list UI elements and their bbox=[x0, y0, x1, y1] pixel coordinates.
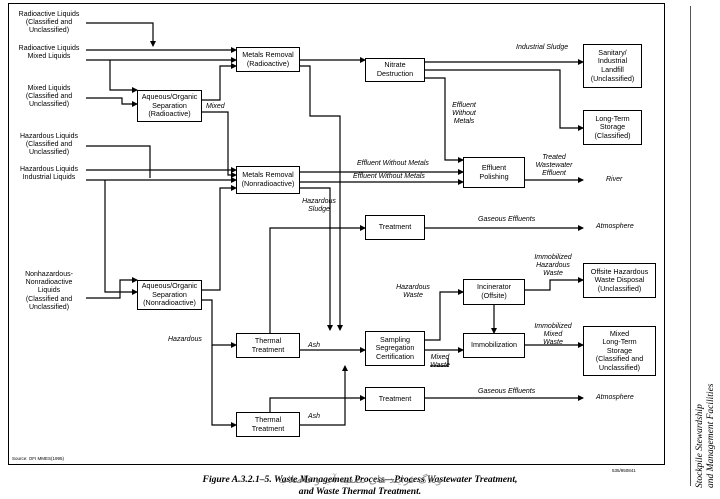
flow-ash-top: Ash bbox=[308, 342, 321, 349]
input-rad-mixed: Radioactive Liquids Mixed Liquids bbox=[18, 45, 80, 61]
flow-effluent-without-metals-2: Effluent Without Metals bbox=[353, 173, 425, 180]
box-thermal-treatment-top: Thermal Treatment bbox=[236, 333, 300, 358]
side-rule bbox=[690, 6, 691, 486]
input-haz-classified: Hazardous Liquids (Classified and Unclas… bbox=[20, 133, 78, 157]
flow-hazardous: Hazardous bbox=[168, 336, 202, 343]
input-rad-classified: Radioactive Liquids (Classified and Uncl… bbox=[18, 11, 80, 35]
flow-hazardous-sludge: Hazardous Sludge bbox=[302, 198, 336, 214]
flow-treated-effluent: Treated Wastewater Effluent bbox=[535, 154, 573, 178]
box-sampling-segregation: Sampling Segregation Certification bbox=[365, 331, 425, 366]
box-treatment-top: Treatment bbox=[365, 215, 425, 240]
flow-effluent-without-metals-vertical: Effluent Without Metals bbox=[452, 102, 476, 126]
flow-gaseous-effluents-bottom: Gaseous Effluents bbox=[478, 388, 536, 395]
input-nonhaz: Nonhazardous- Nonradioactive Liquids (Cl… bbox=[25, 271, 73, 311]
flow-mixed: Mixed bbox=[206, 103, 225, 110]
box-metals-removal-nonradioactive: Metals Removal (Nonradioactive) bbox=[236, 166, 300, 194]
flow-immobilized-mixed: Immobilized Mixed Waste bbox=[534, 323, 572, 347]
source-note: Source: OFI MMES(1995) bbox=[12, 456, 65, 461]
flow-ash-bottom: Ash bbox=[308, 413, 321, 420]
box-long-term-storage: Long-Term Storage (Classified) bbox=[583, 110, 642, 145]
flow-effluent-without-metals-1: Effluent Without Metals bbox=[357, 160, 429, 167]
figure-id: 535/950841 bbox=[612, 468, 636, 473]
box-offsite-disposal: Offsite Hazardous Waste Disposal (Unclas… bbox=[583, 263, 656, 298]
box-effluent-polishing: Effluent Polishing bbox=[463, 157, 525, 188]
flow-industrial-sludge: Industrial Sludge bbox=[516, 44, 569, 51]
box-aqueous-organic-nonradioactive: Aqueous/Organic Separation (Nonradioacti… bbox=[137, 280, 202, 310]
side-running-title: Stockpile Stewardship and Management Fac… bbox=[695, 383, 716, 488]
box-immobilization: Immobilization bbox=[463, 333, 525, 358]
box-metals-removal-radioactive: Metals Removal (Radioactive) bbox=[236, 47, 300, 72]
box-sanitary-landfill: Sanitary/ Industrial Landfill (Unclassif… bbox=[583, 44, 642, 88]
box-nitrate-destruction: Nitrate Destruction bbox=[365, 58, 425, 82]
flow-gaseous-effluents-top: Gaseous Effluents bbox=[478, 216, 536, 223]
box-aqueous-organic-radioactive: Aqueous/Organic Separation (Radioactive) bbox=[137, 90, 202, 122]
flow-hazardous-waste: Hazardous Waste bbox=[396, 284, 430, 300]
box-thermal-treatment-bottom: Thermal Treatment bbox=[236, 412, 300, 437]
input-haz-industrial: Hazardous Liquids Industrial Liquids bbox=[20, 166, 78, 182]
figure-caption: Figure A.3.2.1–5. Waste Management Proce… bbox=[202, 474, 518, 497]
flow-immobilized-hazardous: Immobilized Hazardous Waste bbox=[534, 254, 572, 278]
flow-mixed-waste: Mixed Waste bbox=[430, 354, 450, 370]
box-mixed-long-term-storage: Mixed Long-Term Storage (Classified and … bbox=[583, 326, 656, 376]
box-incinerator: Incinerator (Offsite) bbox=[463, 279, 525, 305]
flow-atmosphere-top: Atmosphere bbox=[596, 223, 634, 230]
diagram-frame bbox=[8, 3, 665, 465]
watermark-text: وبلاگ فرایند های تصفیه آب و فاضلاب bbox=[278, 474, 442, 486]
flow-river: River bbox=[606, 176, 623, 183]
input-mixed-classified: Mixed Liquids (Classified and Unclassifi… bbox=[25, 85, 73, 109]
box-treatment-bottom: Treatment bbox=[365, 387, 425, 411]
flow-atmosphere-bottom: Atmosphere bbox=[596, 394, 634, 401]
